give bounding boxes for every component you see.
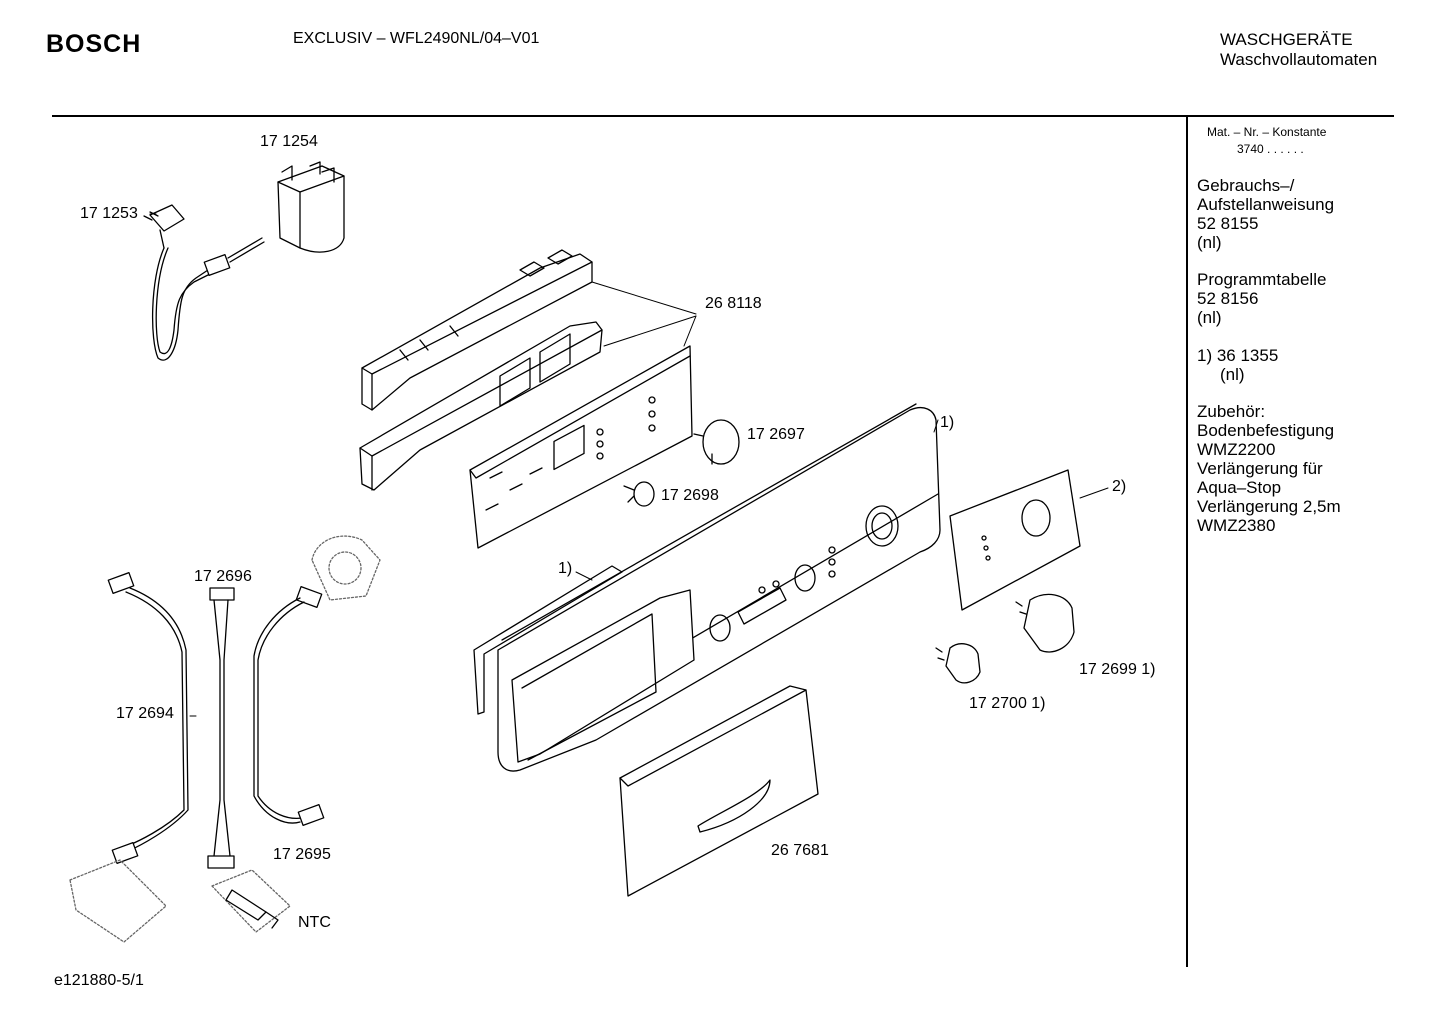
leader-lines [150,214,938,716]
temperature-knob-drawing [936,644,980,683]
manual-title-1: Gebrauchs–/ [1197,176,1295,195]
program-knob-shaft-drawing [694,420,739,464]
subcategory-title: Waschvollautomaten [1220,50,1378,69]
label-267681: 26 7681 [771,842,829,859]
ghost-pump-drawing [312,536,380,600]
control-module-upper-drawing [362,250,696,410]
label-268118: 26 8118 [705,295,762,312]
mat-nr-value: 3740 . . . . . . [1237,142,1304,156]
label-172698: 17 2698 [661,487,719,504]
label-171253: 17 1253 [80,205,138,222]
accessory-5: Verlängerung 2,5m [1197,497,1341,516]
drawing-id: e121880-5/1 [54,972,144,989]
cable-harness-left-drawing [108,573,188,864]
category-title: WASCHGERÄTE [1220,30,1353,49]
header-divider [52,115,1394,117]
power-cable-drawing [144,205,264,360]
note-1-lang: (nl) [1220,365,1245,384]
label-172696: 17 2696 [194,568,252,585]
interference-filter-drawing [278,162,344,252]
program-lang: (nl) [1197,308,1222,327]
label-171254: 17 1254 [260,133,318,150]
label-172694: 17 2694 [116,705,174,722]
cable-harness-middle-drawing [208,588,234,868]
brand-logo: BOSCH [46,30,142,58]
mat-nr-label: Mat. – Nr. – Konstante [1207,125,1327,139]
label-cover-note: 2) [1112,478,1127,495]
label-gasket-note: 1) [558,560,573,577]
drawer-handle-drawing [620,686,818,896]
switch-knob-drawing [624,482,654,506]
manual-lang: (nl) [1197,233,1222,252]
accessory-6: WMZ2380 [1197,516,1276,535]
manual-number: 52 8155 [1197,214,1259,233]
label-172697: 17 2697 [747,426,805,443]
note-1: 1) 36 1355 [1197,346,1279,365]
program-selector-knob-drawing [1016,594,1074,652]
ghost-valve-drawing [70,860,166,942]
ntc-sensor-drawing [212,870,290,932]
manual-title-2: Aufstellanweisung [1197,195,1335,214]
label-panel-note: 1) [940,414,955,431]
program-title: Programmtabelle [1197,270,1327,289]
panel-gasket-drawing [474,566,622,714]
accessory-4: Aqua–Stop [1197,478,1282,497]
model-title: EXCLUSIV – WFL2490NL/04–V01 [293,30,540,47]
cover-plate-drawing [950,470,1108,610]
sidebar-divider [1186,117,1188,967]
electronic-board-drawing [470,346,692,548]
label-172695: 17 2695 [273,846,331,863]
cable-harness-right-drawing [254,587,324,826]
label-172700: 17 2700 1) [969,695,1046,712]
label-172699: 17 2699 1) [1079,661,1156,678]
accessory-2: WMZ2200 [1197,440,1276,459]
accessory-3: Verlängerung für [1197,459,1323,478]
control-module-lower-drawing [360,316,696,490]
control-panel-drawing [498,404,940,771]
accessory-1: Bodenbefestigung [1197,421,1335,440]
label-ntc: NTC [298,914,331,931]
accessories-title: Zubehör: [1197,402,1266,421]
program-number: 52 8156 [1197,289,1259,308]
